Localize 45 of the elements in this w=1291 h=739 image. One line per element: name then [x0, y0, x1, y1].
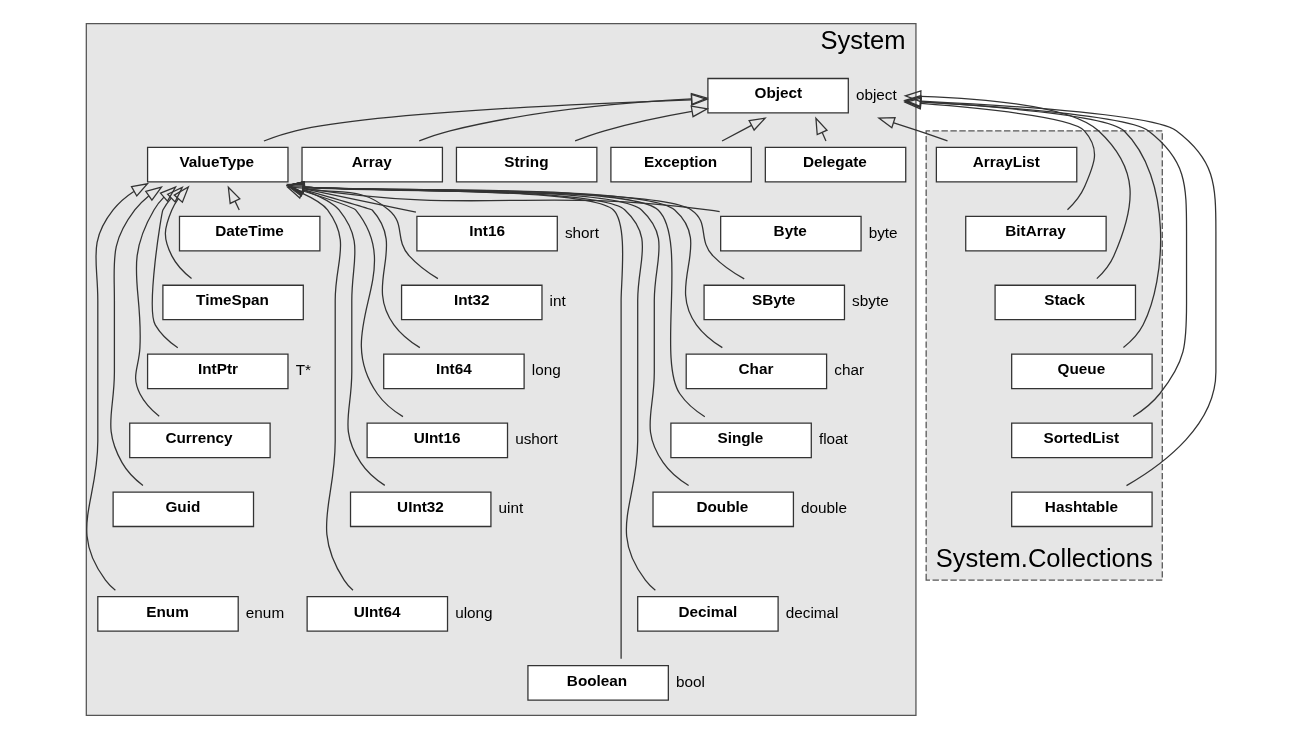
- arrow: [285, 182, 439, 280]
- arrow: [85, 182, 149, 591]
- node-label: int: [549, 292, 566, 310]
- arrow: [286, 185, 404, 418]
- arrow: [285, 186, 354, 591]
- node-label: float: [818, 430, 848, 448]
- arrow: [285, 181, 623, 660]
- arrow: [109, 185, 163, 487]
- arrow: [903, 97, 1095, 211]
- node-label: T*: [295, 361, 311, 379]
- arrow: [262, 93, 709, 142]
- arrow: [285, 180, 689, 487]
- arrow: [285, 181, 723, 349]
- node-label: ushort: [514, 430, 558, 448]
- node-label: bool: [675, 672, 705, 690]
- arrow: [285, 181, 745, 280]
- arrow: [285, 181, 720, 213]
- node-label: enum: [245, 603, 284, 621]
- node-label: char: [833, 361, 864, 379]
- node-label: uint: [498, 499, 523, 517]
- arrow: [151, 186, 184, 349]
- arrow: [227, 185, 241, 211]
- node-label: object: [855, 85, 897, 103]
- node-label: sbyte: [851, 292, 889, 310]
- arrow: [285, 182, 417, 213]
- arrow: [418, 92, 709, 142]
- node-label: double: [800, 499, 847, 517]
- arrow: [285, 180, 705, 418]
- node-label: decimal: [785, 603, 838, 621]
- arrow: [573, 105, 709, 142]
- arrow: [903, 95, 1161, 349]
- arrow: [720, 117, 767, 142]
- node-label: ulong: [454, 603, 493, 621]
- arrow: [285, 183, 385, 487]
- arrow: [814, 116, 828, 142]
- arrow: [164, 185, 192, 280]
- arrow: [903, 90, 1131, 280]
- arrow: [902, 94, 1217, 487]
- arrow: [285, 183, 420, 349]
- node-label: short: [564, 223, 599, 241]
- arrow: [285, 181, 656, 591]
- node-label: long: [531, 361, 561, 379]
- arrow: [902, 95, 1187, 418]
- node-label: byte: [868, 223, 898, 241]
- arrow: [134, 185, 177, 417]
